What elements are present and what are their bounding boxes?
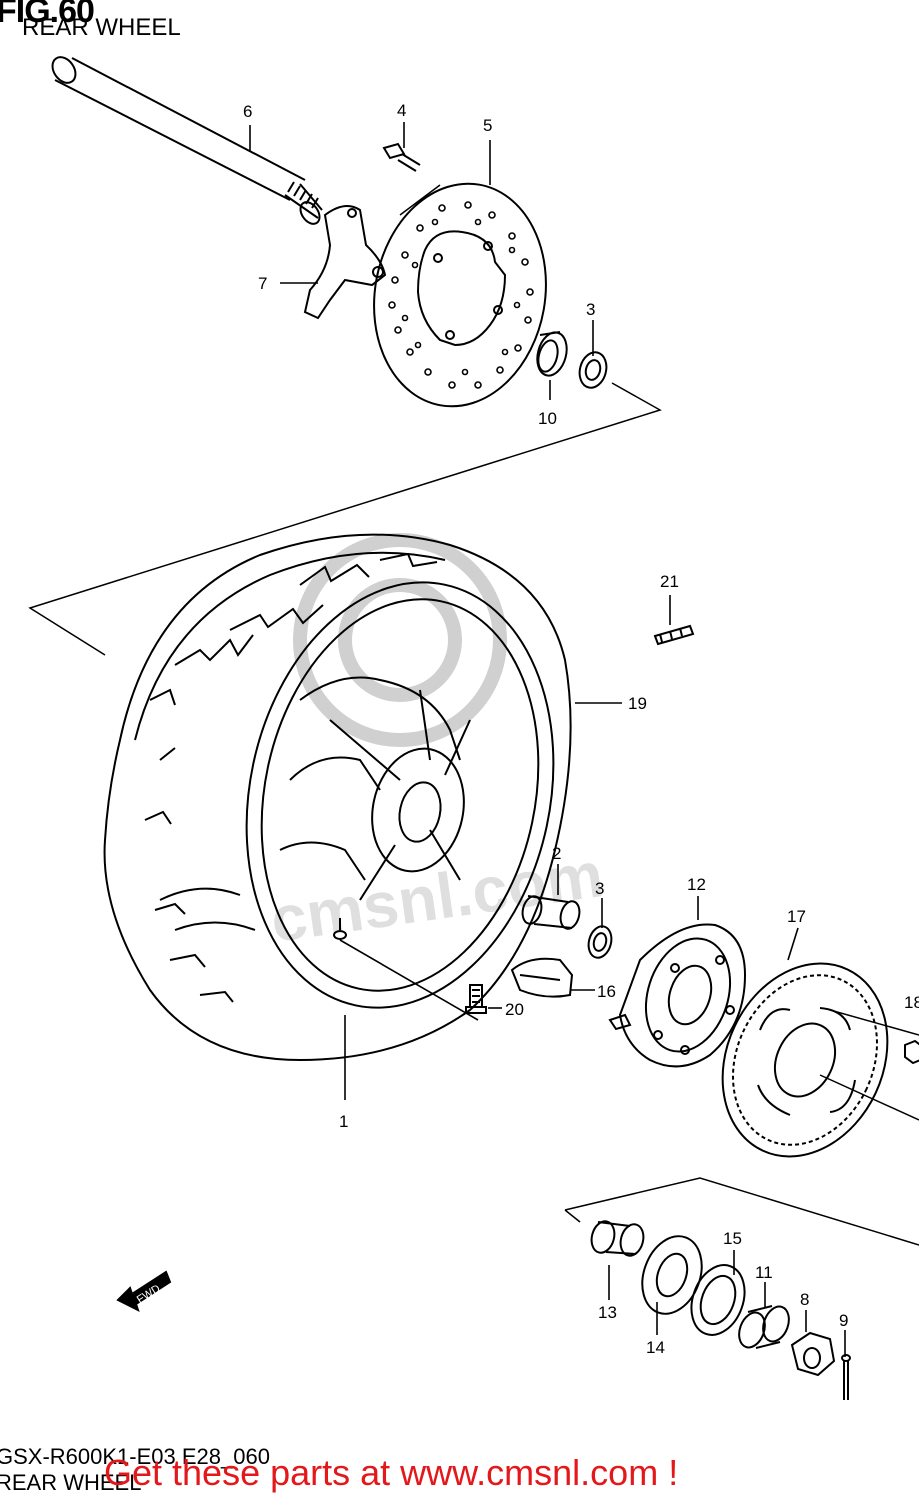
diagram-name: REAR WHEEL xyxy=(0,1470,142,1495)
leader-lines xyxy=(249,122,846,1357)
figure-number: FIG.60 xyxy=(0,0,95,30)
assembly-line xyxy=(564,1209,581,1223)
assembly-line xyxy=(564,1177,919,1246)
callout-10: 10 xyxy=(538,409,557,428)
wheel-rim-part xyxy=(245,581,555,1009)
assembly-line xyxy=(819,1074,919,1121)
callout-labels: 6 4 5 7 3 10 21 19 2 3 12 17 18 16 20 1 … xyxy=(243,101,919,1357)
assembly-line xyxy=(399,184,441,216)
oil-seal-part xyxy=(690,1264,746,1336)
sprocket-carrier-part xyxy=(608,923,747,1068)
callout-12: 12 xyxy=(687,875,706,894)
diagram-code: GSX-R600K1-E03 E28_060 xyxy=(0,1444,270,1469)
bolt-part xyxy=(382,142,421,172)
callout-2: 2 xyxy=(552,844,561,863)
balancer-weight-part xyxy=(653,624,695,646)
callout-6: 7 xyxy=(258,274,267,293)
callout-3-lower: 3 xyxy=(595,879,604,898)
callout-16: 16 xyxy=(597,982,616,1001)
brake-disc-part xyxy=(373,182,547,408)
callout-4: 5 xyxy=(483,116,492,135)
axle-part xyxy=(51,56,323,225)
sprocket-part xyxy=(721,962,889,1158)
figure-title: REAR WHEEL xyxy=(22,14,181,41)
callout-20: 20 xyxy=(505,1000,524,1019)
callout-8: 8 xyxy=(800,1290,809,1309)
collar-part xyxy=(590,1220,645,1257)
promo-link[interactable]: Get these parts at www.cmsnl.com ! xyxy=(104,1452,679,1493)
callout-15: 15 xyxy=(723,1229,742,1248)
spacer-11-part xyxy=(738,1305,790,1349)
castle-nut-part xyxy=(790,1331,836,1377)
callout-21: 21 xyxy=(660,572,679,591)
callout-9: 9 xyxy=(839,1311,848,1330)
bearing-3-upper-part xyxy=(578,351,608,389)
caliper-bracket-part xyxy=(303,205,387,320)
bearing-3-lower-part xyxy=(587,925,613,959)
cotter-pin-part xyxy=(841,1354,851,1400)
callout-11: 11 xyxy=(755,1263,773,1282)
callout-19: 19 xyxy=(628,694,647,713)
callout-5: 4 xyxy=(397,101,406,120)
nut-18-part xyxy=(904,1039,919,1065)
callout-1: 1 xyxy=(339,1112,348,1131)
spacer-10-part xyxy=(536,331,568,377)
callout-3-upper: 3 xyxy=(586,300,595,319)
callout-7: 6 xyxy=(243,102,252,121)
forward-arrow-icon xyxy=(116,1270,172,1312)
callout-13: 13 xyxy=(598,1303,617,1322)
callout-14: 14 xyxy=(646,1338,665,1357)
damper-part xyxy=(510,957,574,998)
callout-17: 17 xyxy=(787,907,806,926)
callout-18: 18 xyxy=(904,993,919,1012)
spacer-2-part xyxy=(521,895,581,930)
assembly-line xyxy=(28,382,662,656)
watermark-logo xyxy=(293,533,507,747)
valve-part xyxy=(465,984,487,1014)
